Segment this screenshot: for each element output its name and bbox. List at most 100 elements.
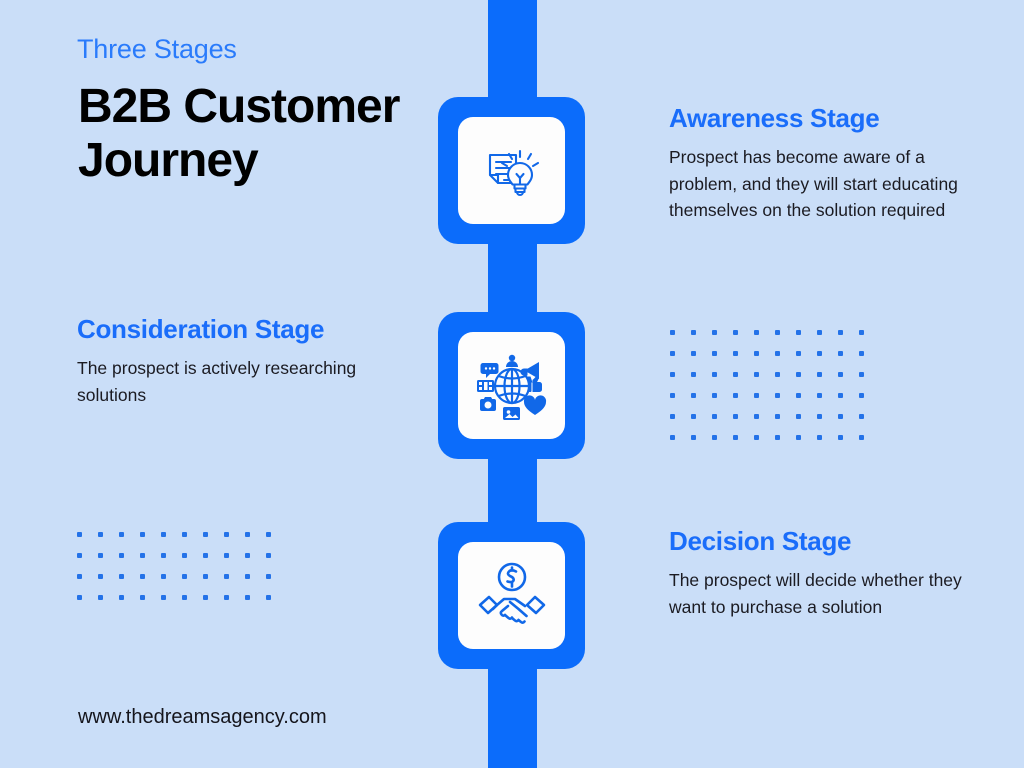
dot: [691, 414, 696, 419]
dot: [203, 595, 208, 600]
dot-grid-row: [77, 553, 287, 574]
dot-grid-row: [670, 435, 880, 456]
dot: [266, 553, 271, 558]
dot: [733, 393, 738, 398]
stage-body-awareness: Prospect has become aware of a problem, …: [669, 147, 958, 220]
dot: [119, 574, 124, 579]
dot: [754, 351, 759, 356]
stage-heading-consideration: Consideration Stage: [77, 314, 325, 344]
dot: [838, 435, 843, 440]
document-lightbulb-icon: [476, 135, 548, 207]
dot: [775, 414, 780, 419]
dot: [796, 393, 801, 398]
dot: [266, 532, 271, 537]
dot-grid-row: [670, 330, 880, 351]
timeline-node-decision: [438, 522, 585, 669]
stage-block-awareness: Awareness Stage Prospect has become awar…: [669, 103, 979, 224]
icon-card-awareness: [458, 117, 565, 224]
dot: [838, 351, 843, 356]
handshake-dollar-icon: [474, 558, 550, 634]
dot: [182, 574, 187, 579]
dot: [817, 414, 822, 419]
dot: [161, 553, 166, 558]
website-url: www.thedreamsagency.com: [78, 706, 327, 728]
dot: [733, 414, 738, 419]
dot: [838, 393, 843, 398]
dot: [119, 595, 124, 600]
dot: [182, 532, 187, 537]
dot: [266, 574, 271, 579]
dot: [838, 330, 843, 335]
dot: [77, 595, 82, 600]
dot: [224, 553, 229, 558]
stage-heading-awareness: Awareness Stage: [669, 103, 880, 133]
dot: [733, 435, 738, 440]
dot: [161, 595, 166, 600]
dot: [98, 574, 103, 579]
dot: [859, 414, 864, 419]
dot: [796, 351, 801, 356]
dot: [712, 435, 717, 440]
dot: [119, 532, 124, 537]
dot-grid-row: [670, 414, 880, 435]
dot: [670, 435, 675, 440]
dot: [775, 372, 780, 377]
dot: [796, 435, 801, 440]
dot: [203, 574, 208, 579]
stage-body-decision: The prospect will decide whether they wa…: [669, 570, 962, 617]
timeline-node-consideration: [438, 312, 585, 459]
dot-grid-right: [670, 330, 880, 456]
dot-grid-left: [77, 532, 287, 616]
dot: [712, 372, 717, 377]
dot: [754, 393, 759, 398]
dot: [140, 532, 145, 537]
dot: [817, 372, 822, 377]
dot: [838, 414, 843, 419]
dot: [98, 553, 103, 558]
dot-grid-row: [670, 393, 880, 414]
dot: [838, 372, 843, 377]
dot: [691, 372, 696, 377]
dot: [775, 435, 780, 440]
dot: [140, 574, 145, 579]
dot: [98, 532, 103, 537]
dot: [77, 553, 82, 558]
dot-grid-row: [77, 532, 287, 553]
dot-grid-row: [670, 351, 880, 372]
dot: [817, 435, 822, 440]
dot: [691, 435, 696, 440]
dot: [161, 574, 166, 579]
dot: [691, 393, 696, 398]
dot: [98, 595, 103, 600]
dot: [203, 553, 208, 558]
icon-card-decision: [458, 542, 565, 649]
dot: [859, 330, 864, 335]
dot: [224, 595, 229, 600]
dot: [859, 393, 864, 398]
dot: [670, 351, 675, 356]
timeline-node-awareness: [438, 97, 585, 244]
dot: [775, 330, 780, 335]
dot: [817, 393, 822, 398]
dot: [119, 553, 124, 558]
globe-social-network-icon: [475, 349, 549, 423]
dot: [733, 372, 738, 377]
dot: [670, 372, 675, 377]
dot: [161, 532, 166, 537]
dot: [775, 393, 780, 398]
stage-block-decision: Decision Stage The prospect will decide …: [669, 526, 969, 620]
dot: [712, 330, 717, 335]
dot: [670, 393, 675, 398]
dot-grid-row: [77, 574, 287, 595]
stage-heading-decision: Decision Stage: [669, 526, 852, 556]
page-title: B2B Customer Journey: [78, 80, 400, 187]
dot: [817, 330, 822, 335]
stage-body-consideration: The prospect is actively researching sol…: [77, 358, 357, 405]
dot: [670, 330, 675, 335]
dot: [754, 435, 759, 440]
dot: [691, 330, 696, 335]
dot: [712, 414, 717, 419]
dot: [817, 351, 822, 356]
dot: [733, 330, 738, 335]
